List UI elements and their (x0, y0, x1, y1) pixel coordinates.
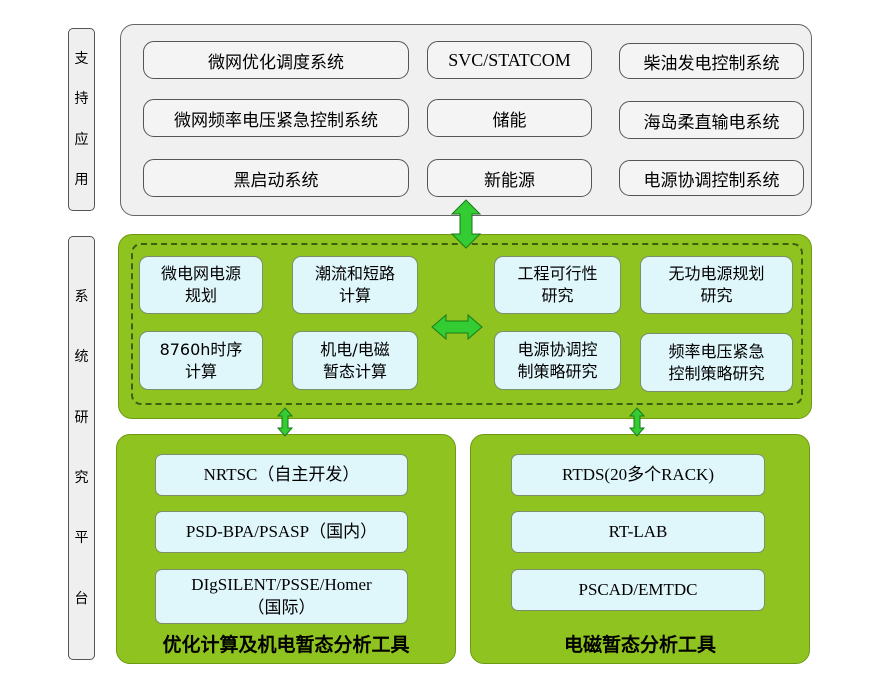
app-box: 新能源 (427, 159, 592, 197)
app-box: 黑启动系统 (143, 159, 409, 197)
research-box: 无功电源规划 研究 (640, 256, 793, 314)
side-char: 支 (74, 51, 89, 68)
app-box: 微网频率电压紧急控制系统 (143, 99, 409, 137)
research-line: 制策略研究 (517, 361, 598, 381)
app-box: 柴油发电控制系统 (619, 43, 804, 79)
tool-box: NRTSC（自主开发） (155, 454, 408, 496)
side-char: 平 (74, 530, 89, 547)
research-box: 微电网电源 规划 (139, 256, 263, 314)
research-line: 微电网电源 (160, 264, 241, 284)
tools-right-caption: 电磁暂态分析工具 (563, 634, 716, 656)
research-line: 计算 (338, 286, 371, 305)
research-line: 机电/电磁 (320, 339, 390, 359)
research-line: 潮流和短路 (314, 264, 395, 284)
side-char: 统 (74, 349, 89, 366)
double-arrow-icon (431, 313, 483, 341)
tool-line: DIgSILENT/PSSE/Homer (191, 575, 372, 595)
side-char: 持 (74, 91, 89, 108)
research-box: 8760h时序 计算 (139, 331, 263, 390)
side-label-support: 支 持 应 用 (68, 28, 95, 211)
tools-left-caption: 优化计算及机电暂态分析工具 (162, 634, 410, 656)
side-char: 用 (74, 171, 89, 188)
research-line: 计算 (184, 361, 217, 381)
app-box: 电源协调控制系统 (619, 160, 804, 196)
research-line: 电源协调控 (517, 339, 598, 359)
tool-box: RTDS(20多个RACK) (511, 454, 765, 496)
app-box: 海岛柔直输电系统 (619, 101, 804, 139)
research-box: 电源协调控 制策略研究 (494, 331, 621, 390)
side-char: 应 (74, 131, 89, 148)
double-arrow-icon (450, 199, 482, 249)
tool-box: PSD-BPA/PSASP（国内） (155, 511, 408, 553)
research-line: 频率电压紧急 (668, 341, 765, 361)
research-box: 机电/电磁 暂态计算 (292, 331, 418, 390)
research-box: 潮流和短路 计算 (292, 256, 418, 314)
app-box: SVC/STATCOM (427, 41, 592, 79)
side-char: 究 (74, 470, 89, 487)
research-line: 研究 (541, 286, 574, 305)
research-line: 8760h时序 (159, 339, 243, 359)
tool-box: DIgSILENT/PSSE/Homer （国际） (155, 569, 408, 624)
research-line: 研究 (700, 286, 733, 305)
research-line: 工程可行性 (517, 264, 598, 284)
research-line: 规划 (184, 286, 217, 305)
research-box: 频率电压紧急 控制策略研究 (640, 333, 793, 392)
side-label-platform: 系 统 研 究 平 台 (68, 236, 95, 660)
side-char: 台 (74, 590, 89, 607)
tool-box: RT-LAB (511, 511, 765, 553)
research-box: 工程可行性 研究 (494, 256, 621, 314)
research-line: 控制策略研究 (668, 363, 765, 383)
app-box: 储能 (427, 99, 592, 137)
side-char: 系 (74, 289, 89, 306)
double-arrow-icon (628, 407, 646, 437)
research-line: 无功电源规划 (668, 264, 765, 284)
double-arrow-icon (276, 407, 294, 437)
tool-line: （国际） (247, 597, 316, 617)
side-char: 研 (74, 409, 89, 426)
tool-box: PSCAD/EMTDC (511, 569, 765, 611)
research-line: 暂态计算 (322, 361, 387, 381)
app-box: 微网优化调度系统 (143, 41, 409, 79)
